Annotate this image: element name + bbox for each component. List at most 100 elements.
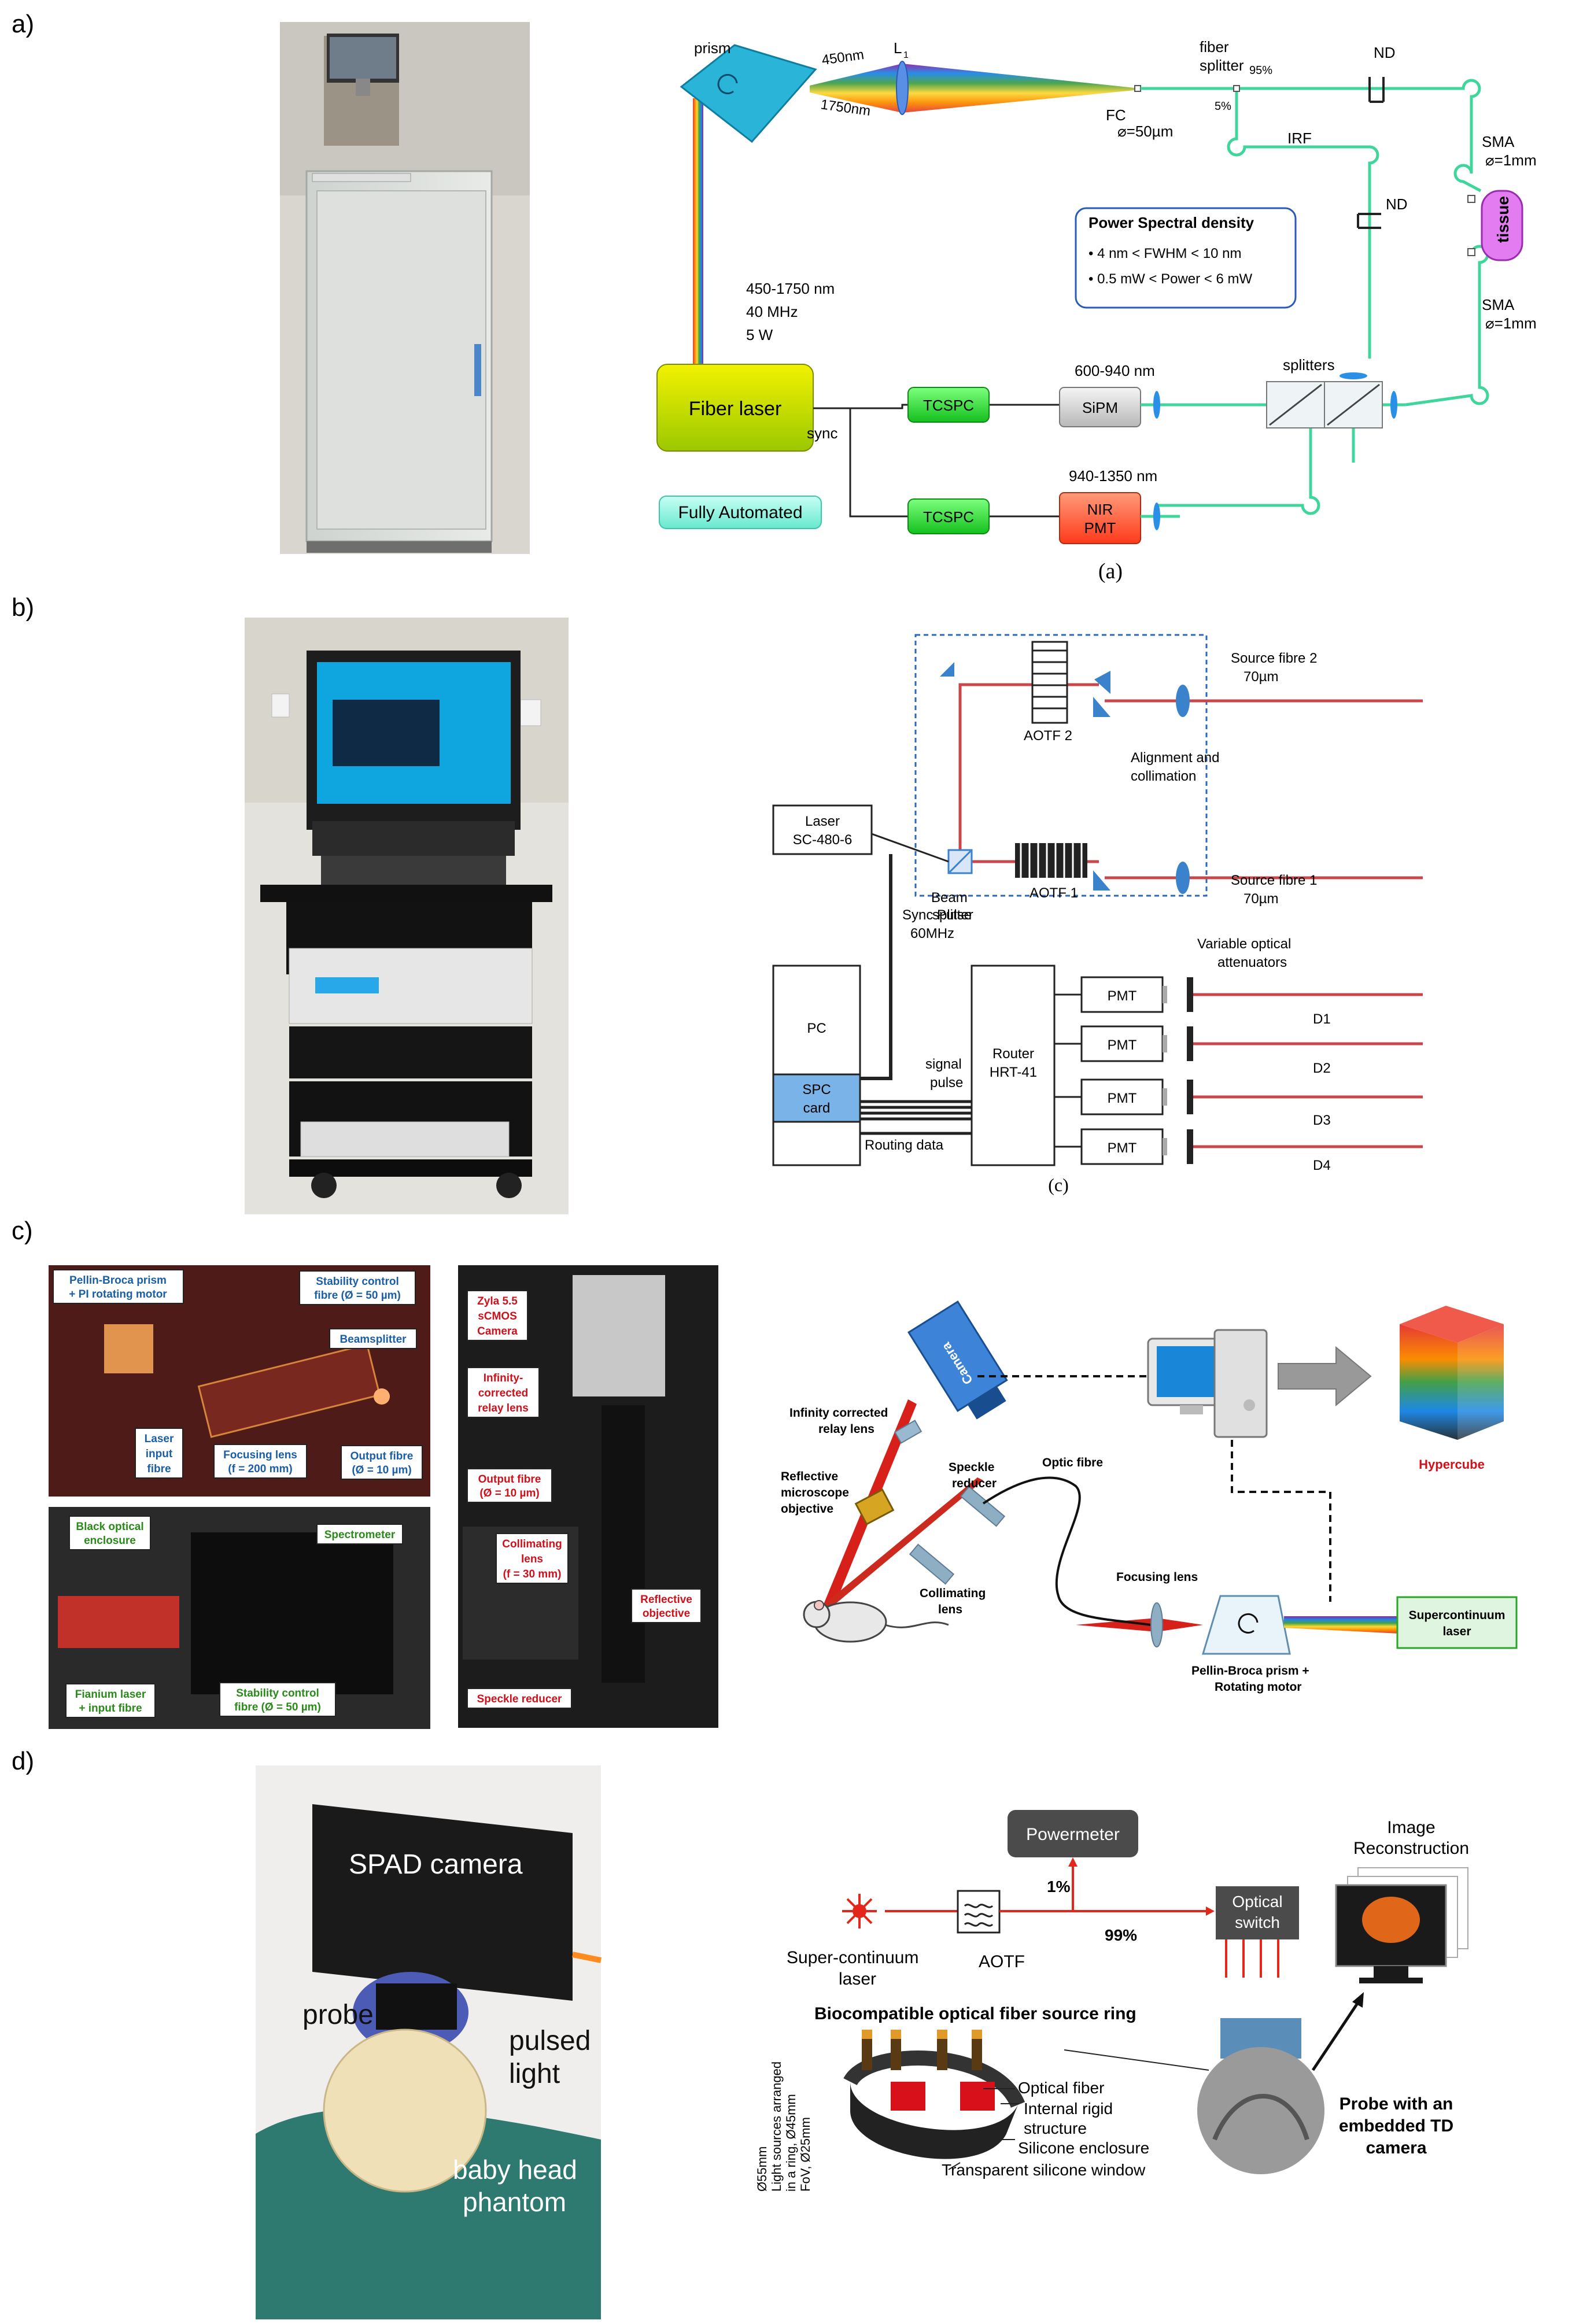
psd-item-1: • 4 nm < FWHM < 10 nm [1088,246,1241,261]
powermeter-box [1008,1810,1138,1857]
source2-label-1: Source fibre 2 [1231,651,1317,666]
sipm-label: SiPM [1082,399,1118,416]
optical-switch-box [1216,1886,1299,1939]
probe-holder [376,1983,457,2030]
fiber-splitter-node [1233,85,1240,92]
router-label-2: HRT-41 [990,1065,1037,1080]
objective-shape [854,1488,895,1525]
dimension-labels: Ø55mm Light sources arranged in a ring, … [755,2061,813,2192]
hypercube-label: Hypercube [1419,1457,1485,1472]
sma1-label: SMA [1482,133,1515,150]
signal-label-1: signal [925,1056,962,1072]
panel-label-c: c) [12,1217,33,1245]
camera-icon: Camera [907,1300,1008,1420]
out1-label-1: Output fibre [350,1450,414,1462]
l1-label: L [894,39,902,57]
inf-label-1: Infinity- [484,1372,523,1384]
reconstruction-screens [1335,1867,1468,1983]
dim-fov: FoV, Ø25mm [798,2117,813,2192]
detector-d4: D4 [1313,1158,1331,1173]
focusing-label: Focusing lens [1116,1571,1198,1584]
computer-icon [1147,1329,1268,1438]
laser-spec-3: 5 W [746,326,773,343]
sma-connector-2 [1467,248,1475,256]
laser-input-label-3: fibre [147,1463,171,1475]
nd-mid-label: ND [1386,195,1408,213]
beam-splitter-label-1: Beam [931,890,968,906]
pmt-label-4: PMT [1108,1140,1137,1156]
laser-burst-icon [842,1894,877,1928]
dim-55: Ø55mm [755,2146,769,2192]
coll3-label-1: Collimating [502,1538,562,1550]
psd-item-2: • 0.5 mW < Power < 6 mW [1088,271,1252,287]
callout-lines [948,2049,1209,2170]
aotf-label: AOTF [979,1952,1025,1971]
mirror-3 [1093,697,1110,717]
spad-label: SPAD camera [349,1849,523,1880]
collimation-lens-1 [1176,862,1190,894]
detector-lenses [1141,391,1180,530]
pc-box [772,965,861,1166]
probe-label: probe [302,2000,374,2030]
pc-motor-link [1231,1440,1331,1602]
spectrometer-label: Spectrometer [324,1529,396,1541]
sc-laser-label-2: laser [839,1970,876,1989]
split-95: 95% [1249,64,1272,77]
relay-lens-shape [894,1420,923,1444]
sync-lines [813,404,908,518]
routing-label: Routing data [865,1137,944,1153]
pb-label-2: Rotating motor [1215,1680,1301,1694]
zyla-label-3: Camera [477,1325,518,1337]
panel-label-d: d) [12,1747,34,1775]
panel-a-photo [280,22,530,554]
baby-head-phantom [323,2029,487,2193]
supercontinuum-label-2: laser [1442,1625,1471,1638]
fianium-label-1: Fianium laser [75,1688,146,1701]
nd-filter-top [1368,77,1385,103]
sync-label: sync [807,424,837,442]
laser-spec-1: 450-1750 nm [746,280,835,297]
fiber-splitter-label-1: fiber [1200,38,1229,56]
split-1pct: 1% [1047,1878,1071,1896]
router-box [971,965,1056,1166]
speckle-label-1: Speckle [949,1461,994,1474]
tcspc-box-1 [907,387,990,423]
sma1-diameter: ⌀=1mm [1485,152,1537,169]
tcspc2-label: TCSPC [923,508,974,526]
spc-card [772,1073,861,1123]
ring-title: Biocompatible optical fiber source ring [814,2004,1136,2023]
collimating-lens-shape [909,1543,955,1585]
black-label-2: enclosure [84,1535,136,1547]
spc-label-1: SPC [802,1082,831,1098]
inf-label-3: relay lens [478,1402,529,1414]
aotf2-crystal [1031,641,1068,724]
refl3-label-2: objective [643,1608,690,1620]
probe-to-screen-arrow [1311,2000,1361,2071]
laser-input-label-2: input [146,1448,173,1460]
speckle-label-2: reducer [952,1477,997,1490]
optic-fibre-path [982,1476,1152,1626]
speckle-reducer-shape [960,1486,1006,1527]
hypercube-icon [1400,1306,1504,1440]
source1-label-1: Source fibre 1 [1231,873,1317,888]
stab2-label-1: Stability control [236,1687,319,1699]
pmt-label: PMT [1084,519,1116,537]
stab2-label-2: fibre (Ø = 50 µm) [234,1701,321,1713]
objective-label-1: Reflective [781,1470,838,1483]
panel-b-diagram: AOTF 2 AOTF 1 Beam splitter Alignment an… [772,634,1423,1195]
range2-label: 940-1350 nm [1069,467,1157,485]
nir-pmt-box [1059,492,1141,544]
optical-fiber-label: Optical fiber [1018,2079,1104,2097]
laser-spec-2: 40 MHz [746,303,798,320]
optics-dashed-box [914,634,1208,897]
tissue-label: tissue [1494,196,1512,243]
nir-label: NIR [1087,501,1113,518]
fiber-splitter-label-2: splitter [1200,57,1244,74]
alignment-label-1: Alignment and [1131,750,1219,766]
sync-label-1: Sync Pulse [902,907,972,923]
aotf1-crystal [1015,843,1087,878]
laser-input-label-1: Laser [145,1433,174,1445]
illum-beam [821,1477,983,1613]
image-label-2: Reconstruction [1353,1839,1469,1858]
tcspc1-label: TCSPC [923,397,974,414]
